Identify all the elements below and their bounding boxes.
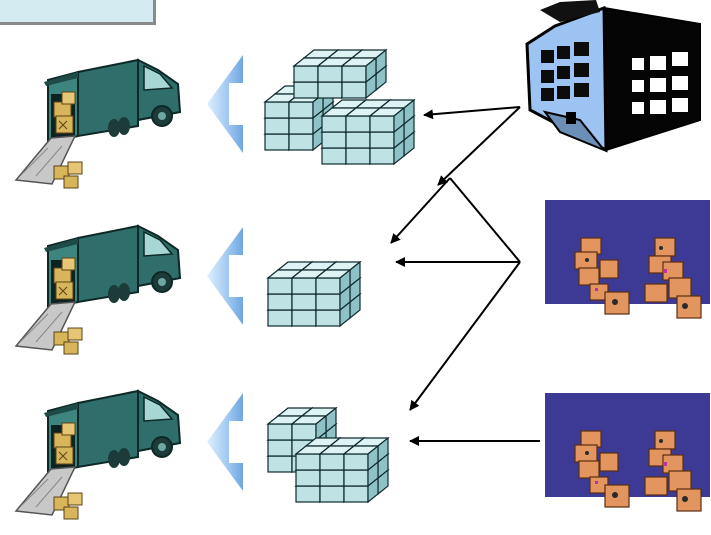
stack3a-cube-11 bbox=[291, 415, 327, 441]
header-box bbox=[0, 0, 156, 25]
cardboard-boxes-2-icon bbox=[544, 392, 711, 512]
arrow-boxes-1-branch-up bbox=[449, 177, 521, 263]
arrow-building-to-stack-1 bbox=[423, 106, 521, 120]
cardboard-boxes-1-icon bbox=[544, 199, 711, 319]
connector-lines bbox=[390, 106, 540, 446]
crate-stack-1-icon bbox=[264, 49, 415, 165]
stack1b-cube-11 bbox=[341, 57, 377, 83]
arrow-building-to-stack-mid bbox=[437, 106, 521, 186]
block-arrow-2 bbox=[207, 227, 243, 325]
arrow-boxes-1-to-stack-3 bbox=[409, 261, 521, 411]
stack2-cube-17 bbox=[315, 269, 351, 295]
stack1c-cube-17 bbox=[369, 107, 405, 133]
truck-2-icon bbox=[15, 225, 181, 355]
crate-stack-3-icon bbox=[267, 407, 389, 503]
truck-1-icon bbox=[15, 59, 181, 189]
crate-stack-2-icon bbox=[267, 261, 361, 327]
stack3b-cube-17 bbox=[343, 445, 379, 471]
truck-3-icon bbox=[15, 390, 181, 520]
arrow-building-to-stack-2 bbox=[390, 177, 451, 244]
block-arrow-3 bbox=[207, 393, 243, 491]
block-arrow-1 bbox=[207, 55, 243, 153]
office-building-icon bbox=[525, 0, 701, 153]
